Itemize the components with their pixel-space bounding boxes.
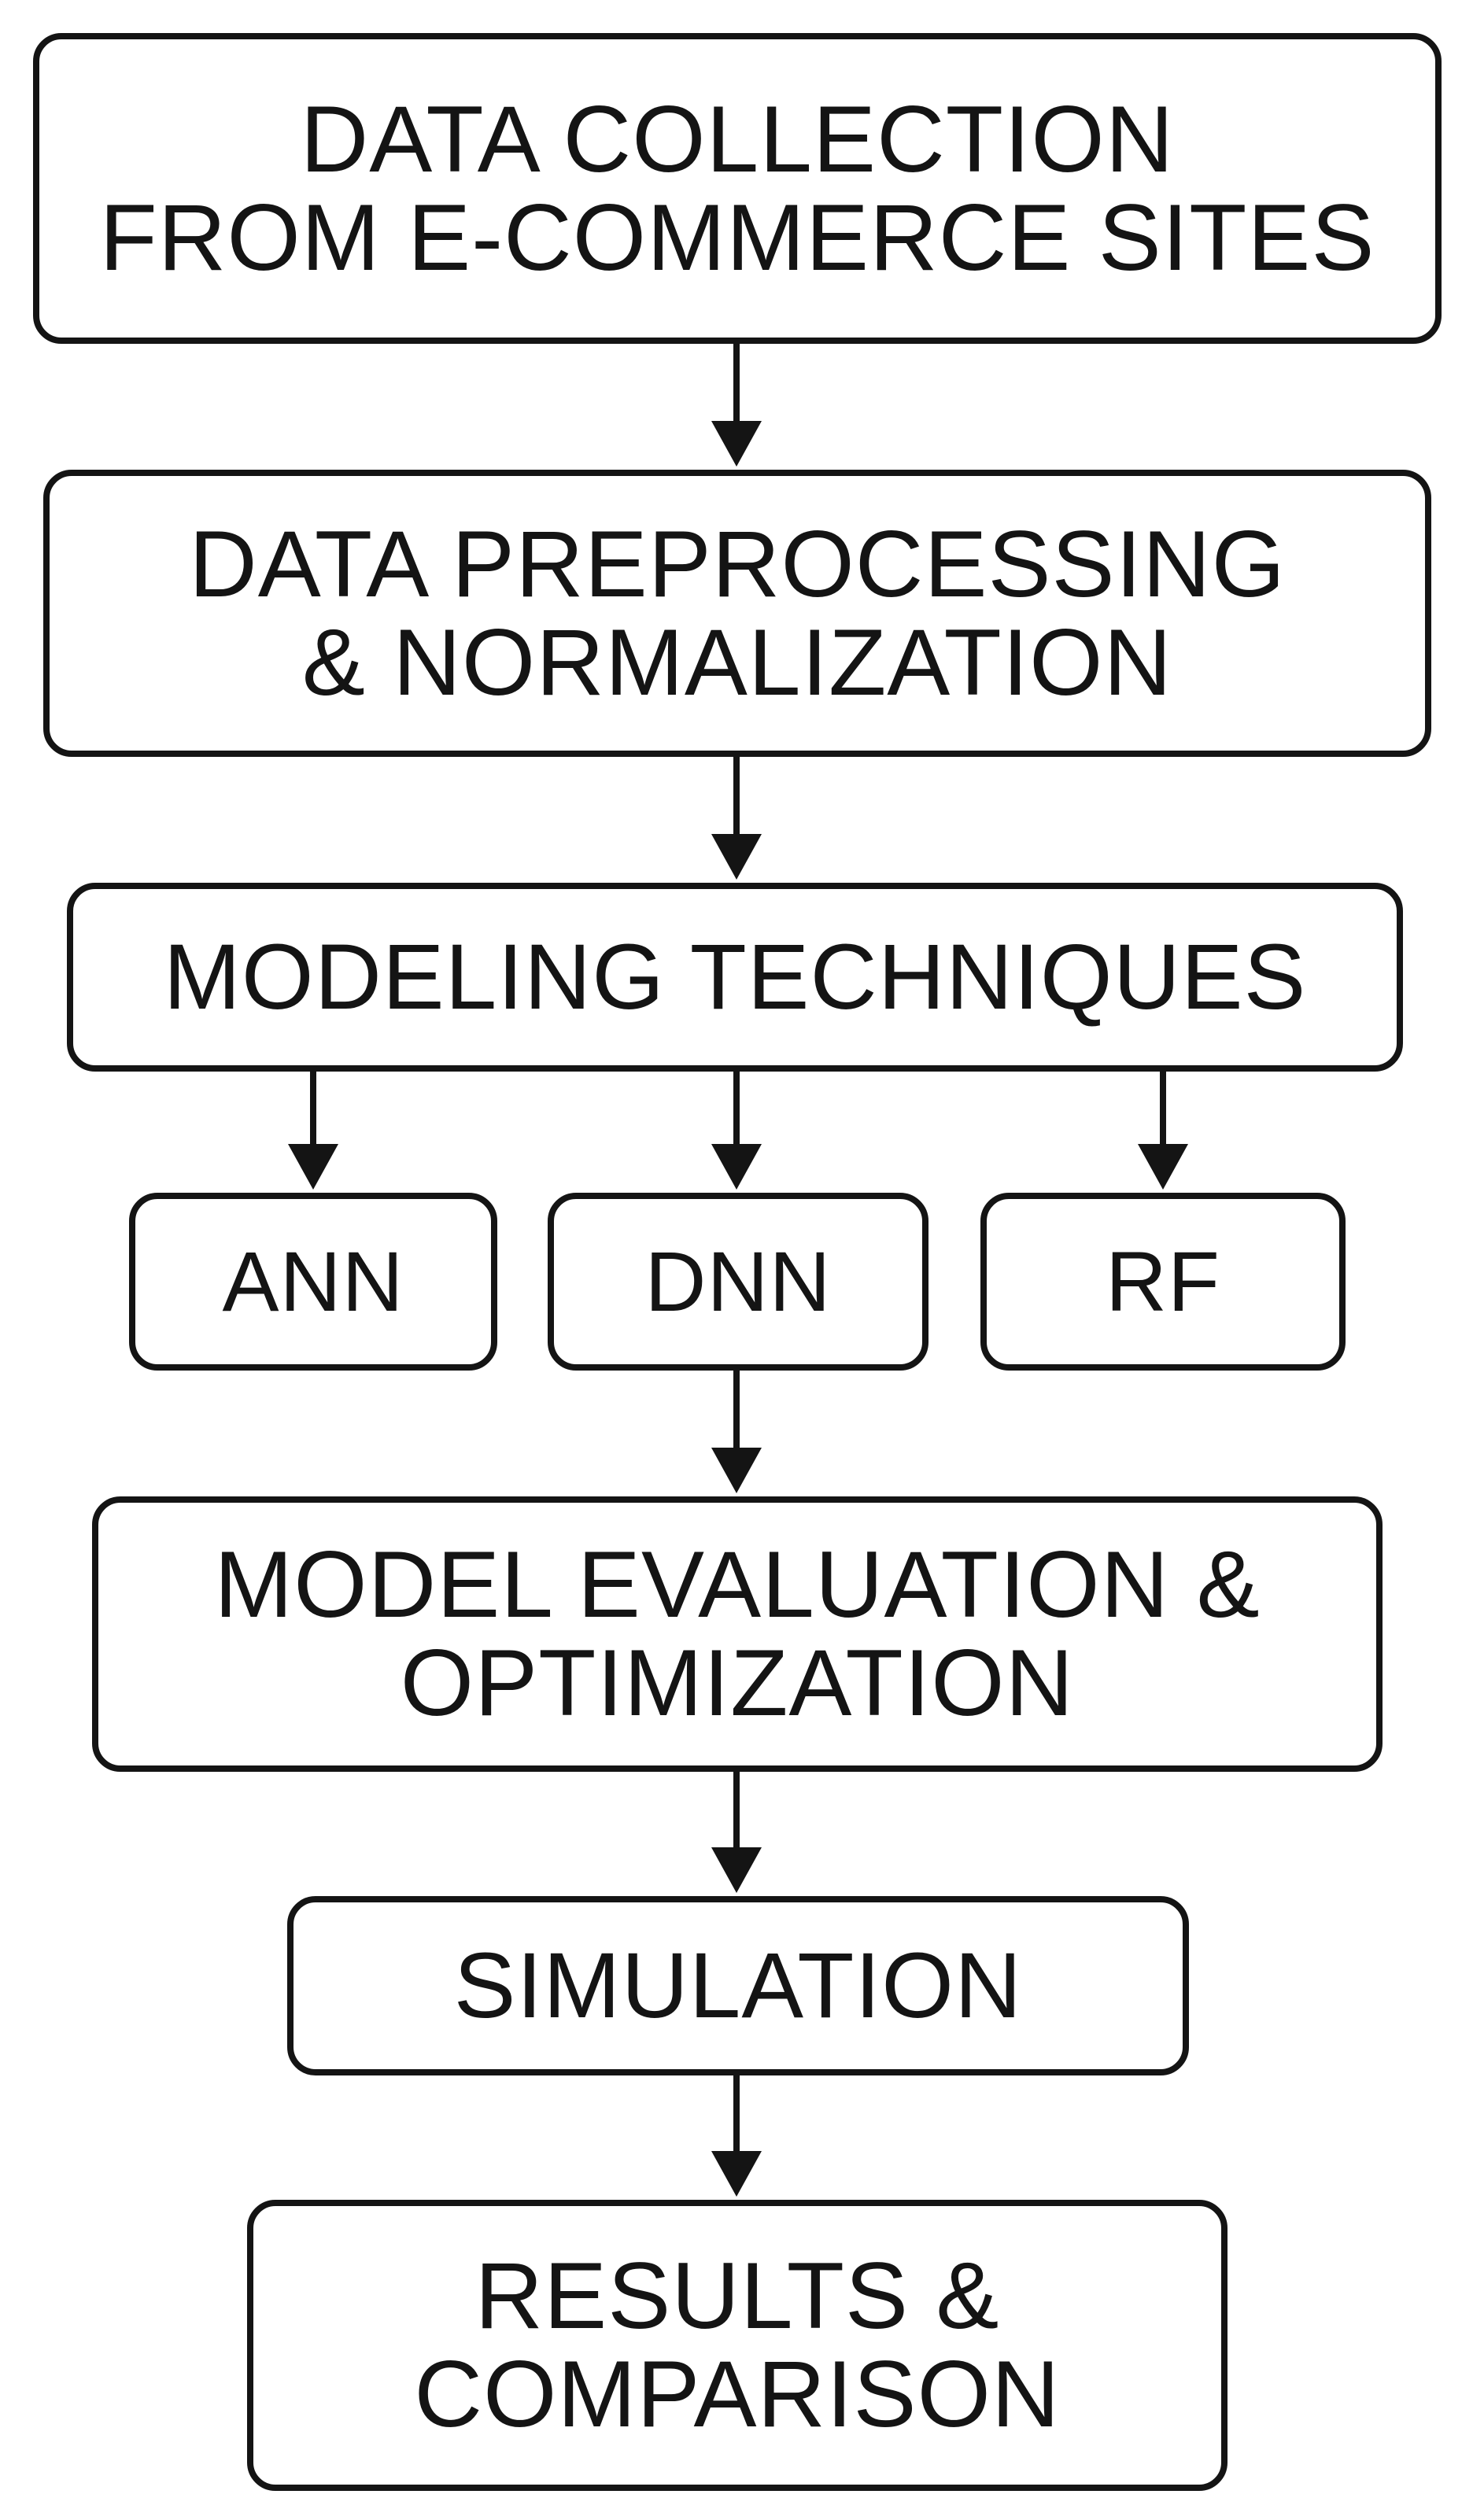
- dnn-label: DNN: [644, 1233, 832, 1329]
- modeling-techniques-box: MODELING TECHNIQUES: [67, 883, 1403, 1072]
- modeling-techniques-label: MODELING TECHNIQUES: [163, 924, 1307, 1029]
- data-collection-box: DATA COLLECTION FROM E-COMMERCE SITES: [33, 33, 1442, 344]
- evaluation-line1: MODEL EVALUATION &: [214, 1532, 1261, 1638]
- ann-label: ANN: [222, 1233, 404, 1329]
- preprocessing-box: DATA PREPROCESSING & NORMALIZATION: [43, 470, 1431, 757]
- results-box: RESULTS & COMPARISON: [247, 2200, 1228, 2491]
- arrow-dnn-to-evaluation: [711, 1371, 762, 1493]
- arrow-evaluation-to-simulation: [711, 1772, 762, 1893]
- arrow-simulation-to-results: [711, 2075, 762, 2197]
- data-collection-line1: DATA COLLECTION: [300, 86, 1175, 192]
- preprocessing-line2: & NORMALIZATION: [301, 609, 1173, 715]
- arrow-collection-to-preprocessing: [711, 344, 762, 467]
- results-line1: RESULTS &: [474, 2243, 1000, 2349]
- arrow-preprocessing-to-modeling: [711, 757, 762, 880]
- data-collection-line2: FROM E-COMMERCE SITES: [99, 184, 1375, 290]
- results-line2: COMPARISON: [414, 2341, 1061, 2447]
- preprocessing-line1: DATA PREPROCESSING: [189, 511, 1286, 617]
- arrow-modeling-to-ann: [288, 1072, 338, 1190]
- dnn-box: DNN: [548, 1193, 928, 1371]
- simulation-label: SIMULATION: [453, 1933, 1023, 2038]
- rf-label: RF: [1106, 1233, 1220, 1329]
- rf-box: RF: [980, 1193, 1346, 1371]
- evaluation-line2: OPTIMIZATION: [400, 1630, 1075, 1736]
- ann-box: ANN: [129, 1193, 497, 1371]
- evaluation-box: MODEL EVALUATION & OPTIMIZATION: [92, 1496, 1383, 1772]
- arrow-modeling-to-dnn: [711, 1072, 762, 1190]
- arrow-modeling-to-rf: [1138, 1072, 1188, 1190]
- simulation-box: SIMULATION: [287, 1896, 1189, 2075]
